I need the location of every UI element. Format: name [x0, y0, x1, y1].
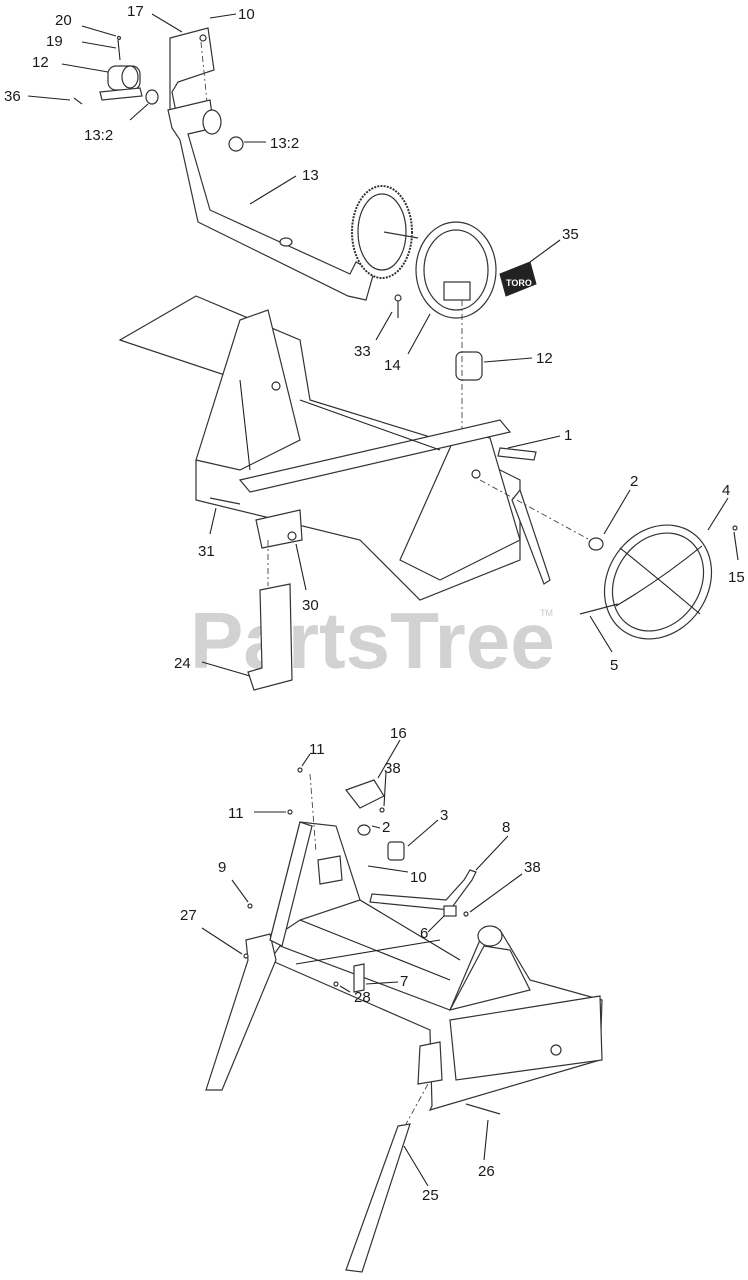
callout-31: 31: [198, 543, 215, 560]
callout-13-2: 13:2: [270, 135, 299, 152]
callout-38: 38: [384, 760, 401, 777]
watermark-text: PartsTree: [190, 596, 555, 685]
part-pin-26: [465, 1103, 501, 1115]
part-pin-36: [73, 97, 83, 105]
part-screw-11a: [297, 767, 303, 773]
callout-2: 2: [382, 819, 390, 836]
callout-12: 12: [536, 350, 553, 367]
part-bracket-7: [353, 963, 365, 993]
callout-25: 25: [422, 1187, 439, 1204]
bearing-face: [121, 65, 139, 89]
callout-6: 6: [420, 925, 428, 942]
handwheel-spoke-2: [615, 545, 703, 607]
crank-hole: [279, 237, 293, 247]
axis-line-leg: [405, 1083, 429, 1125]
drum-inner: [423, 229, 489, 311]
part-plate-10: [317, 855, 343, 885]
callout-38: 38: [524, 859, 541, 876]
part-switch-16: [345, 779, 385, 809]
decal-logo-text: TORO: [506, 278, 532, 288]
part-bushing-13-2: [145, 89, 159, 105]
crank-hub: [202, 109, 222, 135]
part-leg-25: [345, 1123, 411, 1273]
callout-labels-bottom: 11 16 38 11 3 2 8 9 10 38 27 6 7 28 26 2…: [180, 725, 541, 1204]
callout-30: 30: [302, 597, 319, 614]
handwheel-inner: [611, 532, 705, 632]
part-screw-11b: [287, 809, 293, 815]
callout-19: 19: [46, 33, 63, 50]
part-spacer-2b: [357, 824, 371, 836]
callout-11: 11: [309, 741, 325, 758]
bottom-assembly: 11 16 38 11 3 2 8 9 10 38 27 6 7 28 26 2…: [180, 725, 603, 1273]
callout-35: 35: [562, 226, 579, 243]
part-rod-8: [369, 869, 477, 911]
watermark-tm: TM: [540, 608, 553, 618]
leader-lines-bottom: [201, 739, 523, 1187]
top-assembly: TORO: [4, 3, 745, 691]
part-pin-20: [116, 35, 122, 41]
part-bushing-13-2b: [228, 136, 244, 152]
callout-14: 14: [384, 357, 401, 374]
part-bolt-5: [579, 603, 619, 615]
callout-8: 8: [502, 819, 510, 836]
callout-36: 36: [4, 88, 21, 105]
part-bearing-12b: [455, 351, 483, 381]
callout-20: 20: [55, 12, 72, 29]
part-clip-6: [443, 905, 457, 917]
part-nut-30: [287, 531, 297, 541]
part-pin-19: [117, 39, 121, 61]
axis-line-screw: [309, 773, 317, 853]
part-spacer-2: [588, 537, 604, 551]
callout-4: 4: [722, 482, 730, 499]
callout-27: 27: [180, 907, 197, 924]
callout-1: 1: [564, 427, 572, 444]
callout-33: 33: [354, 343, 371, 360]
leg-socket: [417, 1041, 443, 1085]
callout-7: 7: [400, 973, 408, 990]
callout-16: 16: [390, 725, 407, 742]
callout-26: 26: [478, 1163, 495, 1180]
callout-12: 12: [32, 54, 49, 71]
callout-28: 28: [354, 989, 371, 1006]
callout-labels-top: 20 17 10 19 12 36 13:2 13:2 13 35 33 14 …: [4, 3, 745, 674]
drum-bracket: [443, 281, 471, 301]
callout-5: 5: [610, 657, 618, 674]
callout-10: 10: [238, 6, 255, 23]
gear-shaft: [383, 231, 419, 239]
callout-17: 17: [127, 3, 144, 20]
callout-2: 2: [630, 473, 638, 490]
part-bolt-10: [199, 34, 207, 42]
part-nut-38a: [379, 807, 385, 813]
part-jack-stand-24: [247, 583, 293, 691]
part-bolt-9: [247, 903, 253, 909]
part-main-frame-1: [118, 295, 551, 601]
part-screw-15: [732, 525, 738, 531]
callout-13: 13: [302, 167, 319, 184]
gear-face: [357, 193, 407, 271]
handwheel-spoke: [619, 547, 701, 615]
part-decal-35: [499, 261, 537, 297]
part-base-frame: [269, 821, 603, 1111]
callout-10: 10: [410, 869, 427, 886]
callout-15: 15: [728, 569, 745, 586]
callout-9: 9: [218, 859, 226, 876]
bearing-base: [99, 87, 143, 101]
part-crank-arm-13: [167, 99, 375, 301]
callout-13-2: 13:2: [84, 127, 113, 144]
callout-11: 11: [228, 805, 244, 822]
part-pin-27: [243, 953, 249, 959]
part-nut-38b: [463, 911, 469, 917]
part-handle-31: [209, 497, 241, 505]
callout-3: 3: [440, 807, 448, 824]
callout-24: 24: [174, 655, 191, 672]
part-screw-28: [333, 981, 339, 987]
leader-lines-top: [27, 13, 739, 677]
part-knob-3: [387, 841, 405, 861]
leg-upright: [269, 821, 313, 947]
part-plate-17: [169, 27, 215, 113]
part-leg-left: [205, 933, 277, 1091]
bolt-head: [394, 294, 402, 302]
